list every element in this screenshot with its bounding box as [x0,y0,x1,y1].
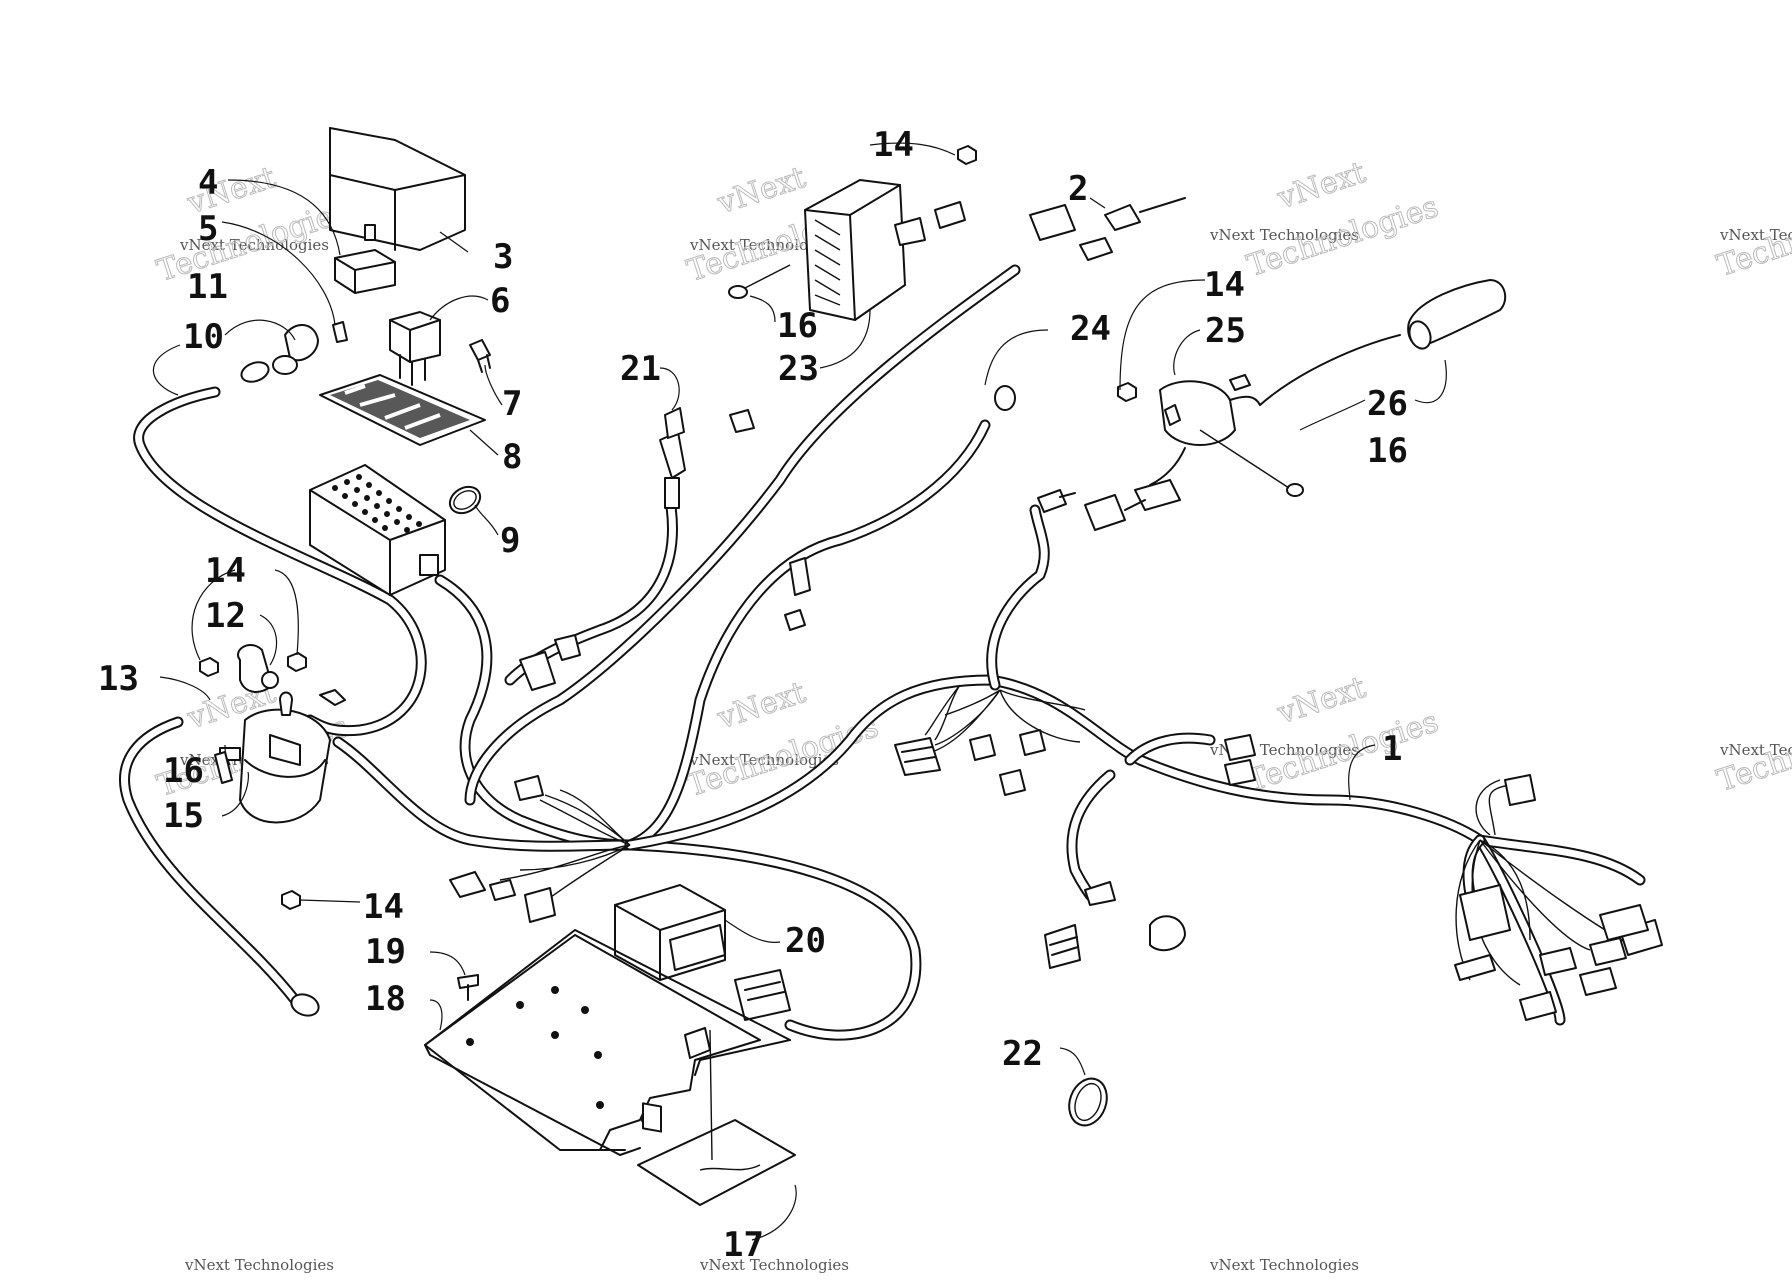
watermark-text: vNext Technologies [689,236,839,254]
boot-12 [237,644,279,693]
watermark-text: vNext Technologies [184,1256,334,1274]
watermark-text: vNext Technologies [1209,226,1359,244]
watermark-brand: vNext [713,675,810,736]
callout-21: 21 [620,349,661,389]
watermark-far-right-mid: vNext Technologies Technologies [1712,704,1792,800]
ring-lead-24 [784,385,1016,631]
callout-11: 11 [187,267,228,307]
ring-terminal-top [240,361,270,383]
wiring-harness [119,264,1646,1041]
watermark-brand: vNext [1273,670,1370,731]
mounting-plate [424,929,791,1156]
callout-14-b: 14 [363,887,404,927]
clip-ring [448,485,482,515]
callout-2: 2 [1068,169,1088,209]
warning-label [637,1029,796,1206]
grip-26 [1407,279,1507,350]
callout-10: 10 [183,317,224,357]
connector-near-21 [519,409,755,691]
watermark-text: vNext Technologies [1719,226,1792,244]
relay-6 [389,311,441,386]
callout-13: 13 [98,659,139,699]
relay [334,249,396,294]
starter-solenoid [219,689,346,824]
callout-20: 20 [785,921,826,961]
callout-26: 26 [1367,384,1408,424]
callout-14-a: 14 [205,551,246,591]
callout-9: 9 [500,521,520,561]
watermark-brand: vNext [713,160,810,221]
watermark-top-left: vNext vNext Technologies Technologies [152,160,353,290]
callout-6: 6 [490,281,510,321]
ecu-module [614,884,791,1021]
callout-16-b: 16 [777,306,818,346]
callout-24: 24 [1070,309,1111,349]
watermark-bottom-right: vNext Technologies [1209,1256,1359,1274]
watermark-text: vNext Technologies [1209,1256,1359,1274]
callout-23: 23 [778,349,819,389]
switch-connectors [1037,479,1181,531]
watermark-far-right-top: vNext Technologies Technologies [1712,189,1792,285]
relay-cover [329,127,466,251]
regulator-connector [1029,197,1186,261]
leader-lines [152,142,1447,1241]
fuse-label-sheet [319,374,486,446]
push-rivet [457,974,479,1001]
callout-17: 17 [723,1225,764,1265]
watermark-text: vNext Technologies [689,751,839,769]
watermark-text: vNext Technologies [179,236,329,254]
callout-4: 4 [198,163,218,203]
callout-16-c: 16 [1367,431,1408,471]
fuse-small [332,321,348,343]
callout-16-a: 16 [163,751,204,791]
right-connectors [1454,774,1663,1021]
callout-14-d: 14 [1204,265,1245,305]
central-connectors [449,737,941,923]
watermark-text: vNext Technologies [1719,741,1792,759]
voltage-regulator [804,179,966,321]
fuse-7 [469,339,491,373]
watermark-bottom-left: vNext Technologies [184,1256,334,1274]
callout-8: 8 [502,437,522,477]
watermark-brand: vNext [1273,155,1370,216]
callout-7: 7 [502,384,522,424]
callout-3: 3 [493,237,513,277]
nut [199,145,1137,910]
callout-14-c: 14 [873,125,914,165]
ignition-switch [1149,334,1401,486]
callout-5: 5 [198,209,218,249]
callout-1: 1 [1382,729,1402,769]
sensor-21 [659,407,686,509]
screw [214,751,233,784]
callout-22: 22 [1002,1034,1043,1074]
callout-15: 15 [163,796,204,836]
terminal-boot [272,324,319,375]
callout-19: 19 [365,932,406,972]
screw-top [728,264,791,299]
callouts: 1 2 3 4 5 6 7 8 9 10 11 12 13 14 14 14 1… [98,125,1408,1265]
watermark-bottom-center: vNext Technologies [699,1256,849,1274]
ring-terminal-bottom [290,993,320,1017]
watermark-text: vNext Technologies [699,1256,849,1274]
fuse-box [309,464,446,596]
callout-12: 12 [205,596,246,636]
lower-center-connectors [969,729,1256,969]
hose-clamp [1068,1077,1108,1127]
callout-18: 18 [365,979,406,1019]
callout-25: 25 [1205,311,1246,351]
screw-right [1199,429,1304,497]
